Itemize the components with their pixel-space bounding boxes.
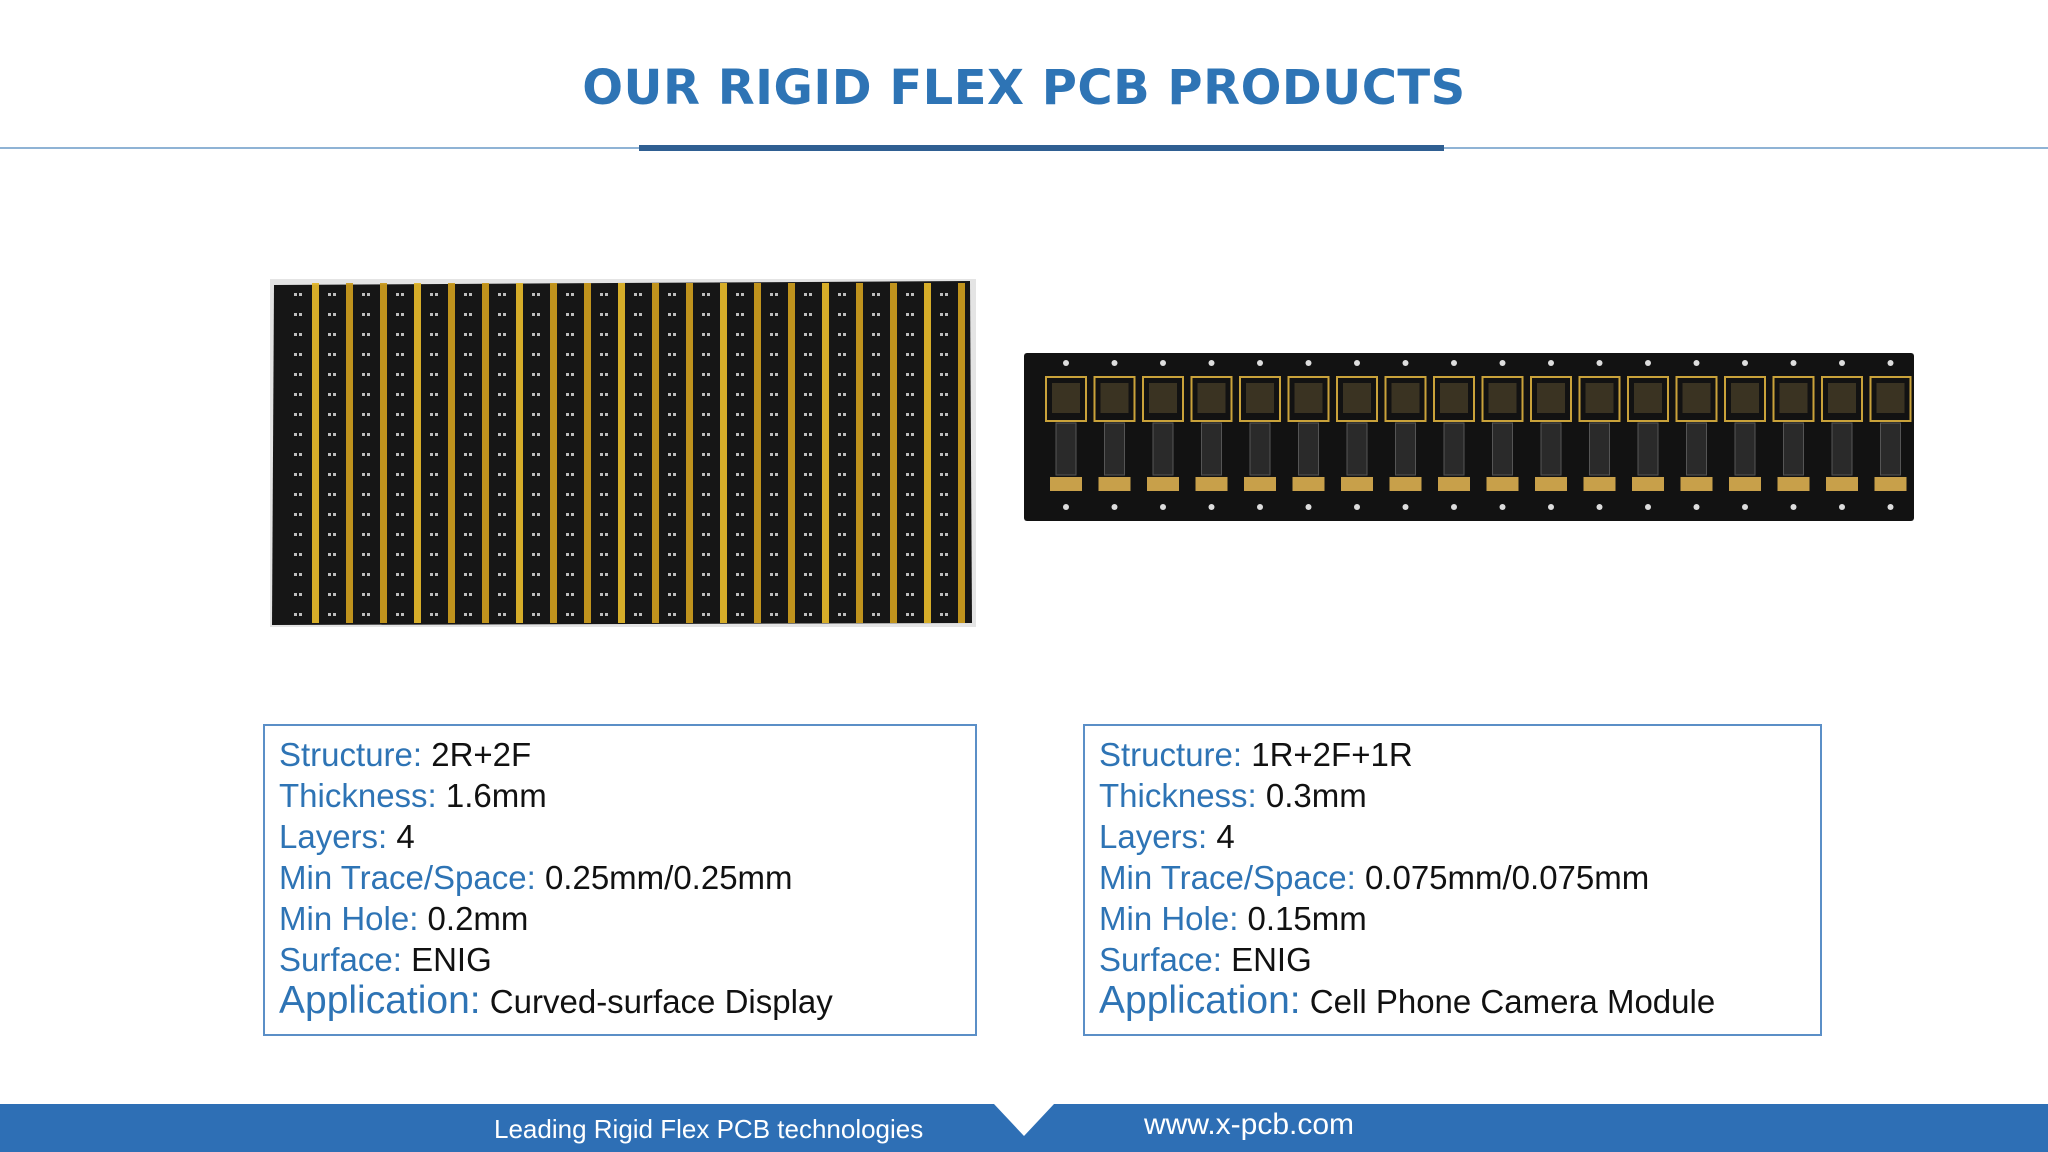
footer-notch [994, 1104, 1054, 1136]
footer-website[interactable]: www.x-pcb.com [1144, 1108, 1355, 1141]
spec-min-trace-space: Min Trace/Space: 0.25mm/0.25mm [279, 859, 793, 896]
spec-application: Application: Cell Phone Camera Module [1099, 979, 1716, 1022]
spec-box-right: Structure: 1R+2F+1R Thickness: 0.3mm Lay… [1083, 724, 1822, 1036]
spec-layers: Layers: 4 [279, 818, 415, 855]
product-image-curved-display [270, 279, 976, 627]
page-title: OUR RIGID FLEX PCB PRODUCTS [582, 60, 1466, 116]
spec-surface: Surface: ENIG [279, 941, 492, 978]
spec-thickness: Thickness: 1.6mm [279, 777, 547, 814]
spec-thickness: Thickness: 0.3mm [1099, 777, 1367, 814]
spec-min-hole: Min Hole: 0.15mm [1099, 900, 1367, 937]
spec-structure: Structure: 2R+2F [279, 736, 532, 773]
footer-tagline: Leading Rigid Flex PCB technologies [494, 1114, 924, 1144]
spec-min-trace-space: Min Trace/Space: 0.075mm/0.075mm [1099, 859, 1650, 896]
spec-application: Application: Curved-surface Display [279, 979, 833, 1022]
product-image-camera-module [1024, 353, 1914, 521]
spec-layers: Layers: 4 [1099, 818, 1235, 855]
title-underline [639, 145, 1444, 151]
spec-box-left: Structure: 2R+2F Thickness: 1.6mm Layers… [263, 724, 977, 1036]
spec-min-hole: Min Hole: 0.2mm [279, 900, 529, 937]
spec-surface: Surface: ENIG [1099, 941, 1312, 978]
spec-structure: Structure: 1R+2F+1R [1099, 736, 1413, 773]
